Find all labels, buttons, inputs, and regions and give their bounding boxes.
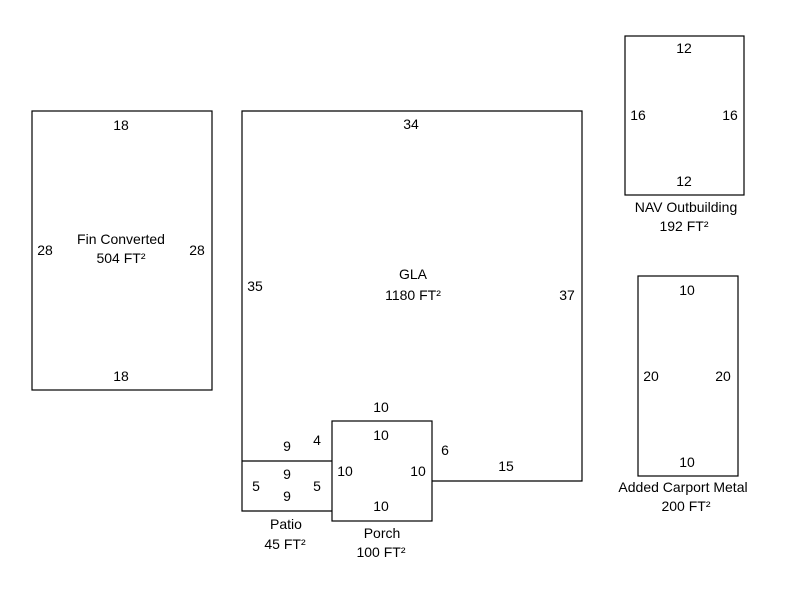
dim-bottom: 18: [113, 368, 129, 384]
dim-top: 12: [676, 40, 692, 56]
fin-converted-outline: [31, 110, 213, 391]
dim-top: 34: [403, 116, 419, 132]
area-size: 45 FT²: [264, 536, 306, 552]
dim-top: 9: [283, 466, 291, 482]
area-size: 200 FT²: [661, 498, 710, 514]
area-fin-converted[interactable]: 18 18 28 28 Fin Converted 504 FT²: [31, 110, 213, 391]
dim-right: 16: [722, 107, 738, 123]
dim-porch-top-outer: 10: [373, 399, 389, 415]
dim-bottom: 12: [676, 173, 692, 189]
area-nav-outbuilding[interactable]: 12 12 16 16 NAV Outbuilding 192 FT²: [624, 35, 745, 234]
area-size: 100 FT²: [356, 544, 405, 560]
dim-left: 10: [337, 463, 353, 479]
nav-outbuilding-outline: [624, 35, 745, 196]
dim-right: 28: [189, 242, 205, 258]
dim-left: 16: [630, 107, 646, 123]
area-size: 1180 FT²: [385, 287, 441, 303]
dim-right: 20: [715, 368, 731, 384]
area-name: Fin Converted: [77, 231, 165, 247]
area-size: 504 FT²: [96, 250, 145, 266]
dim-left: 5: [252, 478, 260, 494]
dim-top: 10: [679, 282, 695, 298]
dim-right: 37: [559, 287, 575, 303]
area-added-carport-metal[interactable]: 10 10 20 20 Added Carport Metal 200 FT²: [618, 275, 748, 514]
dim-bottom: 10: [373, 498, 389, 514]
carport-outline: [637, 275, 739, 477]
area-gla[interactable]: 34 35 37 15 6 10 9 4 GLA 1180 FT²: [241, 110, 583, 482]
gla-outline: [241, 110, 583, 482]
dim-top: 18: [113, 117, 129, 133]
patio-outline: [241, 461, 332, 512]
dim-bottom: 9: [283, 488, 291, 504]
area-porch[interactable]: 10 10 10 10 Porch 100 FT²: [331, 420, 433, 560]
area-size: 192 FT²: [659, 218, 708, 234]
dim-patio-top: 9: [283, 438, 291, 454]
area-name: Added Carport Metal: [618, 479, 747, 495]
dim-left: 28: [37, 242, 53, 258]
porch-outline: [331, 420, 433, 522]
area-name: GLA: [399, 266, 428, 282]
area-name: Porch: [364, 525, 401, 541]
dim-right: 5: [313, 478, 321, 494]
dim-left: 20: [643, 368, 659, 384]
dim-step-left: 4: [313, 432, 321, 448]
area-name: NAV Outbuilding: [635, 199, 737, 215]
dim-bottom: 10: [679, 454, 695, 470]
dim-left: 35: [247, 278, 263, 294]
area-patio[interactable]: 9 9 5 5 Patio 45 FT²: [241, 461, 332, 552]
dim-right: 10: [410, 463, 426, 479]
dim-top: 10: [373, 427, 389, 443]
area-name: Patio: [270, 516, 302, 532]
dim-bottom-right: 15: [498, 458, 514, 474]
dim-step-right: 6: [441, 442, 449, 458]
